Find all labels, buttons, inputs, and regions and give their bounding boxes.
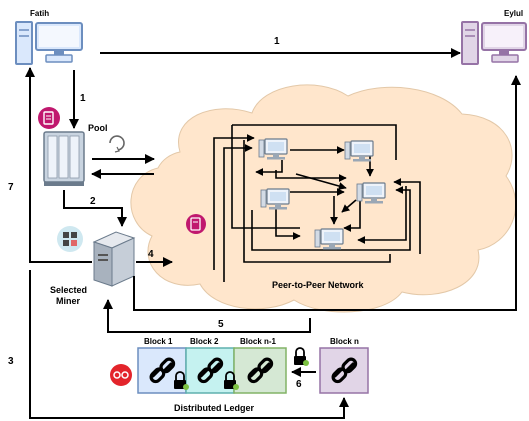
- block-label-2: Block 2: [190, 337, 219, 346]
- step-label-7: 7: [8, 182, 14, 193]
- miner-label-line2: Miner: [56, 296, 81, 306]
- miner-server-icon: [92, 231, 136, 287]
- lock-icon: [293, 347, 310, 367]
- calculator-badge-icon: [57, 226, 83, 252]
- network-cloud: [130, 84, 517, 313]
- step-label-4: 4: [148, 249, 154, 260]
- peer-links: [213, 124, 421, 282]
- ledger-block-n-1: [233, 347, 287, 394]
- step-label-3: 3: [8, 356, 14, 367]
- block-label-1: Block 1: [144, 337, 173, 346]
- pool-label: Pool: [88, 123, 108, 133]
- transaction-badge-icon: [38, 107, 60, 129]
- receiver-label: Eylul: [504, 9, 523, 18]
- sender-label: Fatih: [30, 9, 49, 18]
- step-label-1-left: 1: [80, 93, 86, 104]
- network-document-badge-icon: [186, 214, 206, 234]
- step-label-1-top: 1: [274, 36, 280, 47]
- arrow-step-3: [29, 270, 349, 419]
- arrow-step-7: [25, 67, 92, 263]
- ledger-block-n: [319, 347, 369, 394]
- network-label: Peer-to-Peer Network: [272, 280, 365, 290]
- pool-server-icon: [43, 131, 85, 186]
- ledger-label: Distributed Ledger: [174, 403, 255, 413]
- block-label-n-1: Block n-1: [240, 337, 277, 346]
- arrow-step-5: [103, 299, 311, 333]
- arrow-step-2: [63, 190, 127, 227]
- sender-computer-icon: [15, 21, 83, 65]
- receiver-computer-icon: [461, 21, 527, 65]
- arrow-miner-to-receiver: [133, 75, 521, 311]
- miner-label-line1: Selected: [50, 285, 87, 295]
- chain-link-badge-icon: [110, 364, 132, 386]
- step-label-5: 5: [218, 319, 224, 330]
- step-label-2: 2: [90, 196, 96, 207]
- block-label-n: Block n: [330, 337, 359, 346]
- sync-icon: [109, 135, 125, 153]
- step-label-6: 6: [296, 379, 302, 390]
